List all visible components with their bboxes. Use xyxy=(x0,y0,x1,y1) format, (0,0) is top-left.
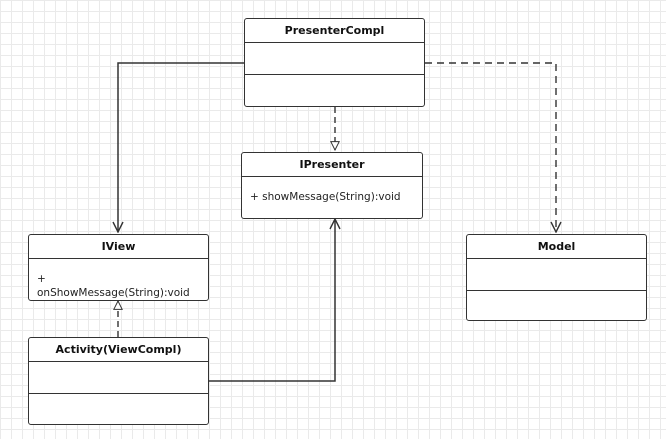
operations-section xyxy=(245,75,424,106)
operation: + onShowMessage(String):void xyxy=(37,273,190,299)
operations-section xyxy=(29,394,208,424)
class-ipresenter[interactable]: IPresenter + showMessage(String):void xyxy=(241,152,423,219)
members-section: + showMessage(String):void xyxy=(242,177,422,218)
edge-presentercompl-iview xyxy=(118,62,244,232)
edge-activity-ipresenter xyxy=(208,219,335,382)
attributes-section xyxy=(467,259,646,291)
class-name: IView xyxy=(29,235,208,259)
attributes-section xyxy=(29,362,208,394)
class-iview[interactable]: IView + onShowMessage(String):void xyxy=(28,234,209,301)
operation: + showMessage(String):void xyxy=(250,191,401,203)
members-section: + onShowMessage(String):void xyxy=(29,259,208,300)
class-name: PresenterCompl xyxy=(245,19,424,43)
class-name: IPresenter xyxy=(242,153,422,177)
class-name: Model xyxy=(467,235,646,259)
attributes-section xyxy=(245,43,424,75)
class-model[interactable]: Model xyxy=(466,234,647,321)
operations-section xyxy=(467,291,646,320)
class-presentercompl[interactable]: PresenterCompl xyxy=(244,18,425,107)
edge-presentercompl-model xyxy=(425,62,556,232)
class-activity-viewcompl[interactable]: Activity(ViewCompl) xyxy=(28,337,209,425)
class-name: Activity(ViewCompl) xyxy=(29,338,208,362)
